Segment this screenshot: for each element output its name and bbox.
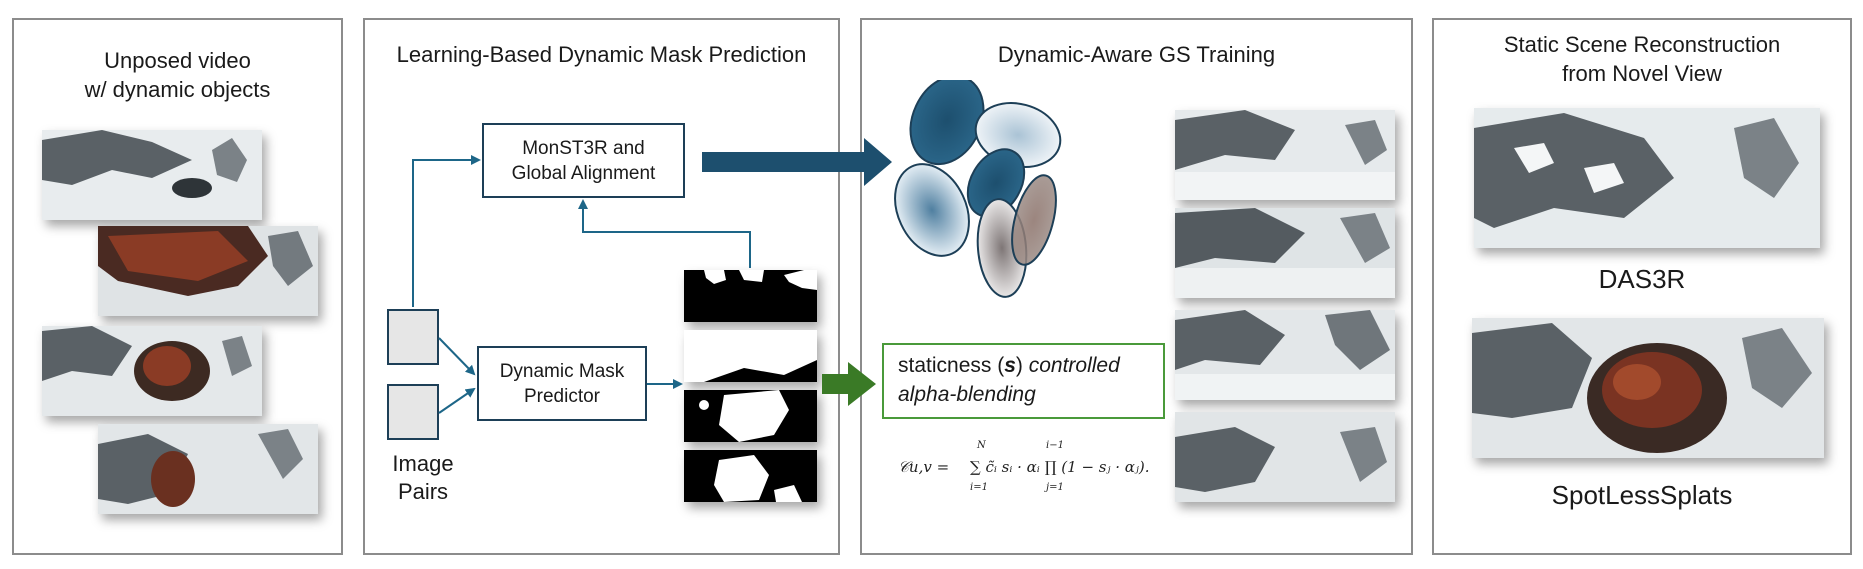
formula-prod-bottom: j=1 [1046, 482, 1064, 493]
spotlesssplats-render [1472, 318, 1824, 458]
image-pair-square-1 [387, 309, 439, 365]
training-frame-2 [1175, 208, 1395, 298]
spotlesssplats-caption: SpotLessSplats [1551, 480, 1733, 510]
dynamic-mask-1 [684, 270, 817, 322]
dynamic-mask-2 [684, 330, 817, 382]
panel3-title: Dynamic-Aware GS Training [997, 42, 1276, 67]
monst3r-line2: Global Alignment [511, 162, 656, 184]
staticness-prefix: staticness ( [898, 354, 1005, 377]
formula-lhs: 𝒞u,v = [898, 458, 950, 476]
staticness-mid: ) [1015, 354, 1029, 377]
panel2-title: Learning-Based Dynamic Mask Prediction [396, 42, 807, 67]
gaussian-ellipses [894, 80, 1062, 298]
panel-static-reconstruction [1432, 18, 1852, 555]
training-frame-4 [1175, 412, 1395, 502]
image-pairs-label: Image Pairs [373, 450, 473, 506]
staticness-italic1: controlled [1028, 354, 1120, 377]
panel1-title-line2: w/ dynamic objects [84, 77, 271, 102]
staticness-alpha-blending-box: staticness (s) controlled alpha-blending [882, 343, 1165, 419]
video-frame-4 [98, 424, 318, 514]
monst3r-line1: MonST3R and [522, 137, 645, 159]
das3r-render [1474, 108, 1820, 248]
video-frame-1 [42, 130, 262, 220]
gaussian-ellipse-4 [966, 148, 1026, 218]
dynamic-mask-4 [684, 450, 817, 502]
das3r-caption: DAS3R [1598, 264, 1686, 294]
panel1-title-line1: Unposed video [104, 48, 251, 73]
gaussian-ellipse-3 [894, 163, 970, 257]
dynamic-mask-predictor-box: Dynamic Mask Predictor [477, 346, 647, 421]
pairs-line1: Image [392, 451, 454, 476]
image-pair-square-2 [387, 384, 439, 440]
pairs-line2: Pairs [397, 479, 449, 504]
formula-prod-top: i−1 [1046, 440, 1064, 451]
panel4-title: Static Scene Reconstruction from Novel V… [1432, 30, 1852, 88]
staticness-symbol: s [1004, 354, 1016, 377]
training-frame-3 [1175, 310, 1395, 400]
video-frame-3 [42, 326, 262, 416]
predictor-line1: Dynamic Mask [499, 360, 625, 382]
panel4-title-line1: Static Scene Reconstruction [1503, 32, 1781, 57]
panel1-title: Unposed video w/ dynamic objects [12, 46, 343, 104]
alpha-blending-formula: 𝒞u,v = N ∑ c̃ᵢ sᵢ · αᵢ ∏ (1 − sⱼ · αⱼ). … [898, 440, 1163, 498]
training-frame-1 [1175, 110, 1395, 200]
video-frame-2 [98, 226, 318, 316]
dynamic-mask-3 [684, 390, 817, 442]
staticness-italic2: alpha-blending [898, 383, 1036, 406]
monst3r-alignment-box: MonST3R and Global Alignment [482, 123, 685, 198]
formula-sum-top: N [977, 440, 986, 451]
predictor-line2: Predictor [523, 385, 600, 407]
gaussian-ellipse-6 [1011, 174, 1057, 266]
formula-sum-bottom: i=1 [970, 482, 988, 493]
formula-rhs: ∑ c̃ᵢ sᵢ · αᵢ ∏ (1 − sⱼ · αⱼ). [970, 458, 1150, 476]
panel4-title-line2: from Novel View [1562, 61, 1722, 86]
